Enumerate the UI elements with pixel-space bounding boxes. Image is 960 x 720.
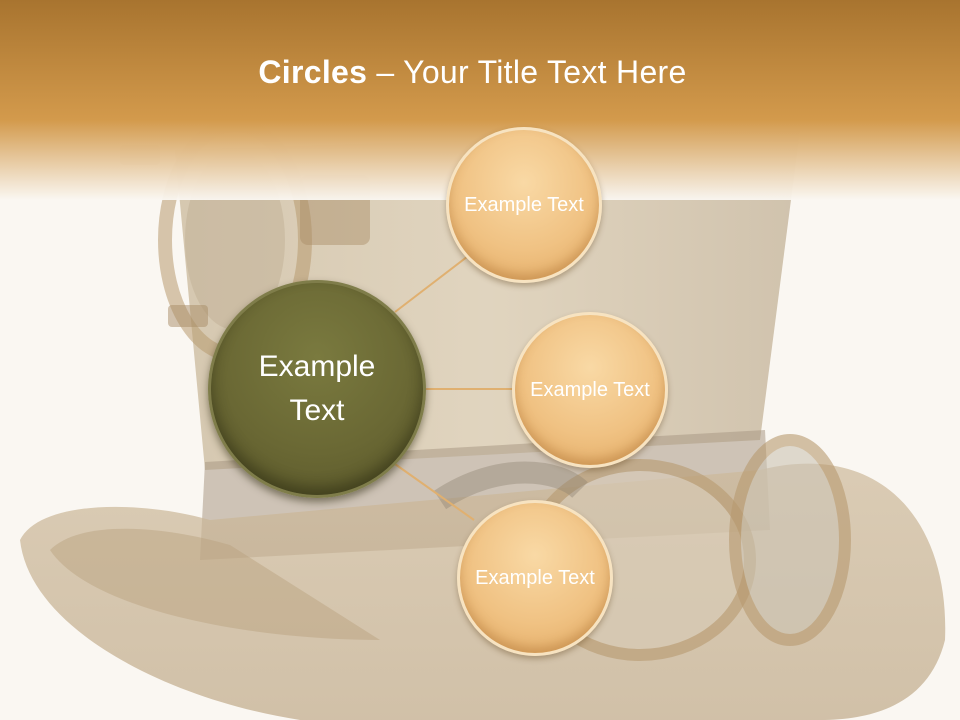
title-bold: Circles	[258, 54, 368, 90]
outer-circle-label: Example Text	[475, 567, 595, 589]
slide-title[interactable]: Circles – Your Title Text Here	[0, 54, 945, 91]
title-rest: – Your Title Text Here	[367, 54, 687, 90]
center-circle[interactable]: Example Text	[208, 280, 426, 498]
outer-circle-bottom[interactable]: Example Text	[457, 500, 613, 656]
outer-circle-middle[interactable]: Example Text	[512, 312, 668, 468]
center-circle-label: Example Text	[258, 350, 376, 427]
outer-circle-label: Example Text	[464, 194, 584, 216]
outer-circle-label: Example Text	[530, 379, 650, 401]
outer-circle-top[interactable]: Example Text	[446, 127, 602, 283]
